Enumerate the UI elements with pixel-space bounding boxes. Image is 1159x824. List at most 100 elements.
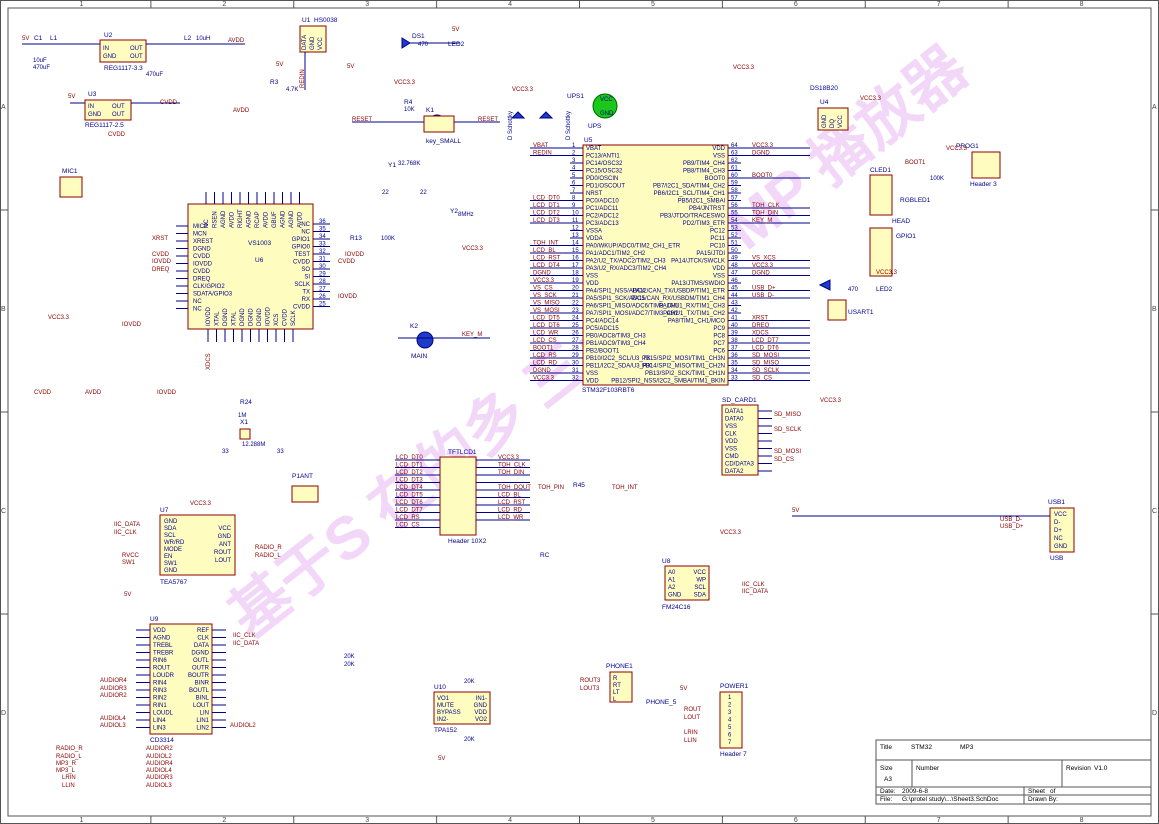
r45-label: R45 xyxy=(573,482,585,489)
c1-label: C1 xyxy=(34,35,43,42)
c19-val: 22 xyxy=(382,190,389,196)
frame-col-top-6: 6 xyxy=(794,1,798,8)
u5-pin-9: PC1/ADC11 xyxy=(586,206,619,212)
u6-vs1003: VS1003 U6 MICPMCNXRESTDGNDCVDDIOVDDCVDDD… xyxy=(176,108,395,370)
u8-pin-right-1: WP xyxy=(696,578,706,584)
u2-ref: U2 xyxy=(104,32,113,39)
r3-val: 4.7K xyxy=(286,87,298,93)
ds1-r: 470 xyxy=(418,42,429,48)
phone-pin-rt: RT xyxy=(613,683,621,689)
u6-pinnum-31: 31 xyxy=(319,257,326,263)
u6-pin-bottom-1: XTAL xyxy=(215,311,221,326)
u7-part: TEA5767 xyxy=(160,579,187,586)
u6-pin-left-11: NC xyxy=(193,307,202,313)
u5-pinnum-1: 1 xyxy=(572,143,576,149)
u5-net-left-24: LCD_DT5 xyxy=(533,316,560,322)
d-schottky-1: D Schottky xyxy=(508,111,514,140)
u6-pinnum-32: 32 xyxy=(319,249,326,255)
u9-pin-left-11: LOUDL xyxy=(153,711,174,717)
tft-net-right-8: LCD_WR xyxy=(498,515,524,521)
frame-col-top-8: 8 xyxy=(1080,1,1084,8)
u5-net-left-18: DGND xyxy=(533,271,551,277)
u5-pinnum-50: 50 xyxy=(731,248,738,254)
sd-net-mosi: SD_MOSI xyxy=(774,449,801,455)
x1-ref: X1 xyxy=(240,419,248,426)
u5-pin-22: PA6/SPI1_MISO/ADC6/TIM3_CH1 xyxy=(586,304,679,310)
k1-part: key_SMALL xyxy=(426,138,461,145)
frame-col-top-7: 7 xyxy=(937,1,941,8)
u6-pin-bottom-8: XCS xyxy=(274,314,280,326)
u5-pin-19: VDD xyxy=(586,281,599,287)
c1-val: 10uF xyxy=(33,58,47,64)
u5-net-right-44: USB_D- xyxy=(752,293,774,299)
power-net-rout: ROUT xyxy=(684,707,701,713)
u5-net-right-47: DGND xyxy=(752,271,770,277)
frame-row-left-A: A xyxy=(1,104,6,111)
u5-pinnum-4: 4 xyxy=(572,166,576,172)
frame-col-bottom-7: 7 xyxy=(937,817,941,824)
power-part: Header 7 xyxy=(720,751,747,758)
usb-net-dp: USB_D+ xyxy=(1000,524,1024,530)
u5-pinnum-53: 53 xyxy=(731,226,738,232)
u6-pin-left-6: CVDD xyxy=(193,269,211,275)
prog-ref: PROG1 xyxy=(956,143,979,150)
reset-key: VCC3.3 R4 10K RESET K1 key_SMALL RESET xyxy=(352,80,500,145)
u5-pin-43: PA10/U1_RX/TIM1_CH3 xyxy=(659,304,726,310)
u9-pin-right-11: LIN xyxy=(200,711,209,717)
u5-pinnum-44: 44 xyxy=(731,293,738,299)
u5-pinnum-5: 5 xyxy=(572,173,576,179)
u9-pin-left-6: LOUDR xyxy=(153,673,175,679)
u5-net-right-38: LCD_DT7 xyxy=(752,338,779,344)
u5-pinnum-16: 16 xyxy=(572,256,579,262)
u5-net-left-21: VS_SCK xyxy=(533,293,557,299)
k2-net: KEY_M xyxy=(462,332,482,338)
u4-vcc33: VCC3.3 xyxy=(860,96,882,102)
sd-vcc: VCC3.3 xyxy=(820,398,842,404)
u3-pin-gnd: GND xyxy=(88,112,102,118)
u5-pin-12: VSSA xyxy=(586,229,602,235)
gpio-ref: GPIO1 xyxy=(896,233,916,240)
ds1-label: DS1 xyxy=(412,33,425,40)
u2-part: REG1117-3.3 xyxy=(104,65,143,72)
u7-pin-left-4: MODE xyxy=(164,547,182,553)
u5-pinnum-54: 54 xyxy=(731,218,738,224)
u9-net-clk: IIC_CLK xyxy=(233,633,256,639)
u5-net-left-11: LCD_DT3 xyxy=(533,218,560,224)
u4-ds18b20: DS18B20 U4 GND DQ VCC VCC3.3 VCC3.3 xyxy=(733,65,882,131)
power-5v: 5V xyxy=(680,686,687,692)
left-vcc33: VCC3.3 xyxy=(48,315,70,321)
u9-pin-left-13: LIN3 xyxy=(153,726,166,732)
u6-pin-31: CVDD xyxy=(293,260,311,266)
prog-part: Header 3 xyxy=(970,181,997,188)
usart1: USART1 470 LED2 VCC3.3 xyxy=(818,270,898,321)
prog-boot1: BOOT1 xyxy=(905,160,926,166)
ain-mp3-r: MP3_R xyxy=(56,761,77,767)
u6-pin-bottom-10: SCLK xyxy=(291,310,297,326)
u6-pin-35: NC xyxy=(301,230,310,236)
u5-pin-61: PB8/TIM4_CH3 xyxy=(683,169,726,175)
u6-pin-34: GPIO1 xyxy=(292,237,311,243)
u2-pin-out1: OUT xyxy=(130,46,143,52)
u5-pinnum-29: 29 xyxy=(572,353,579,359)
aout-r4: AUDIOR4 xyxy=(146,761,173,767)
u5-net-left-2: REDIN xyxy=(533,151,552,157)
y2-ref: Y2 xyxy=(450,208,458,215)
u5-pin-5: PD0/OSCIN xyxy=(586,176,618,182)
frame-row-left-C: C xyxy=(1,508,6,515)
u7-net-radiol: RADIO_L xyxy=(255,553,281,559)
led2-vcc: VCC3.3 xyxy=(876,270,898,276)
net-xrst: XRST xyxy=(152,236,168,242)
sd-pin-5: VSS xyxy=(725,447,737,453)
u7-pin-left-7: GND xyxy=(164,568,178,574)
u6-pinnum-36: 36 xyxy=(319,219,326,225)
frame-col-top-3: 3 xyxy=(365,1,369,8)
u5-pinnum-64: 64 xyxy=(731,143,738,149)
tft-net-left-5: LCD_DT5 xyxy=(396,493,423,499)
u6-pin-top-2: AGND xyxy=(221,210,227,228)
u5-net-left-27: LCD_CS xyxy=(533,338,557,344)
u9-pin-right-7: BINR xyxy=(195,681,210,687)
u9-pin-right-5: OUTR xyxy=(192,666,210,672)
c56-5v: 5V xyxy=(347,64,354,70)
u10-pin-right-1: GND xyxy=(474,703,488,709)
